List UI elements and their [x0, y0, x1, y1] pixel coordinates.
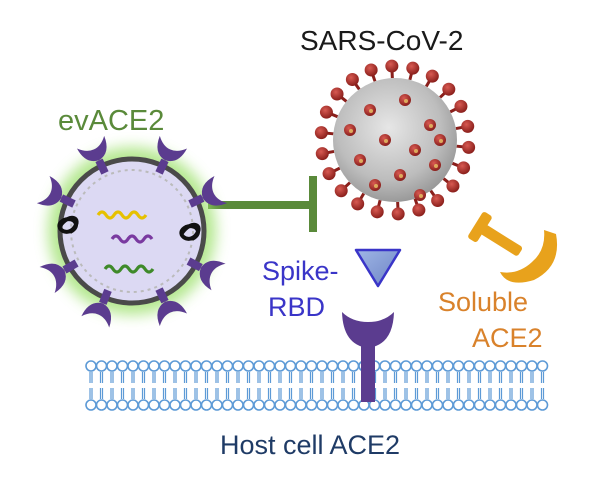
coronavirus-icon — [314, 59, 476, 221]
ev-label: evACE2 — [58, 105, 164, 137]
cell-membrane-icon — [85, 360, 549, 411]
inhibition-arrow-icon — [208, 176, 317, 232]
spike-label-line2: RBD — [268, 292, 325, 322]
soluble-label-line1: Soluble — [438, 287, 528, 317]
host-label: Host cell ACE2 — [220, 430, 400, 460]
spike-label-line1: Spike- — [262, 256, 339, 286]
virus-label: SARS-CoV-2 — [300, 25, 463, 56]
soluble-label-line2: ACE2 — [472, 323, 543, 353]
spike-rbd-triangle-icon — [354, 248, 402, 288]
extracellular-vesicle-icon — [36, 135, 228, 328]
ace2-receptor-icon — [342, 312, 394, 402]
soluble-ace2-icon — [468, 212, 558, 283]
